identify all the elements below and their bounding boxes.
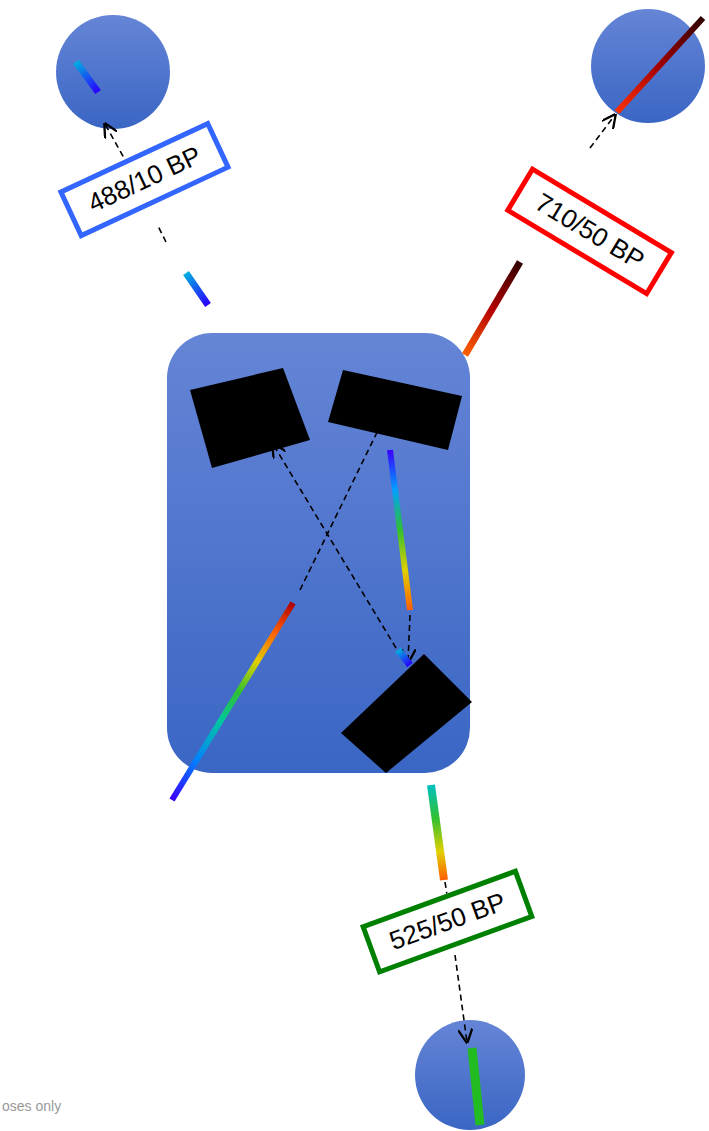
filter-label: 710/50 BP [530,187,650,276]
spectrum-beam [398,650,410,665]
beam-path [455,955,467,1042]
spectrum-beam [472,1048,480,1125]
spectrum-beam [617,18,703,112]
spectrum-beam [186,273,208,305]
detector-circle [56,15,170,129]
beam-path [273,444,396,648]
filter-label: 488/10 BP [83,140,206,220]
beam-path [590,115,615,148]
beam-path [300,418,384,590]
beam-path [158,226,166,242]
spectrum-beam [465,262,520,355]
detector-circle [415,1020,525,1130]
dichroic-mirror [190,368,310,468]
filter-label: 525/50 BP [385,886,510,957]
spectrum-beam [76,62,98,92]
spectrum-beam [390,450,410,610]
beam-path [408,615,410,662]
filter-box: 710/50 BP [504,166,675,298]
detector-circle [591,9,705,123]
spectrum-beam [172,603,293,800]
footnote: oses only [2,1098,61,1114]
filter-box: 488/10 BP [58,120,232,239]
dichroic-mirror [328,370,462,450]
filter-box: 525/50 BP [360,868,536,975]
dichroic-mirror [341,654,472,773]
spectrum-beam [431,785,444,880]
